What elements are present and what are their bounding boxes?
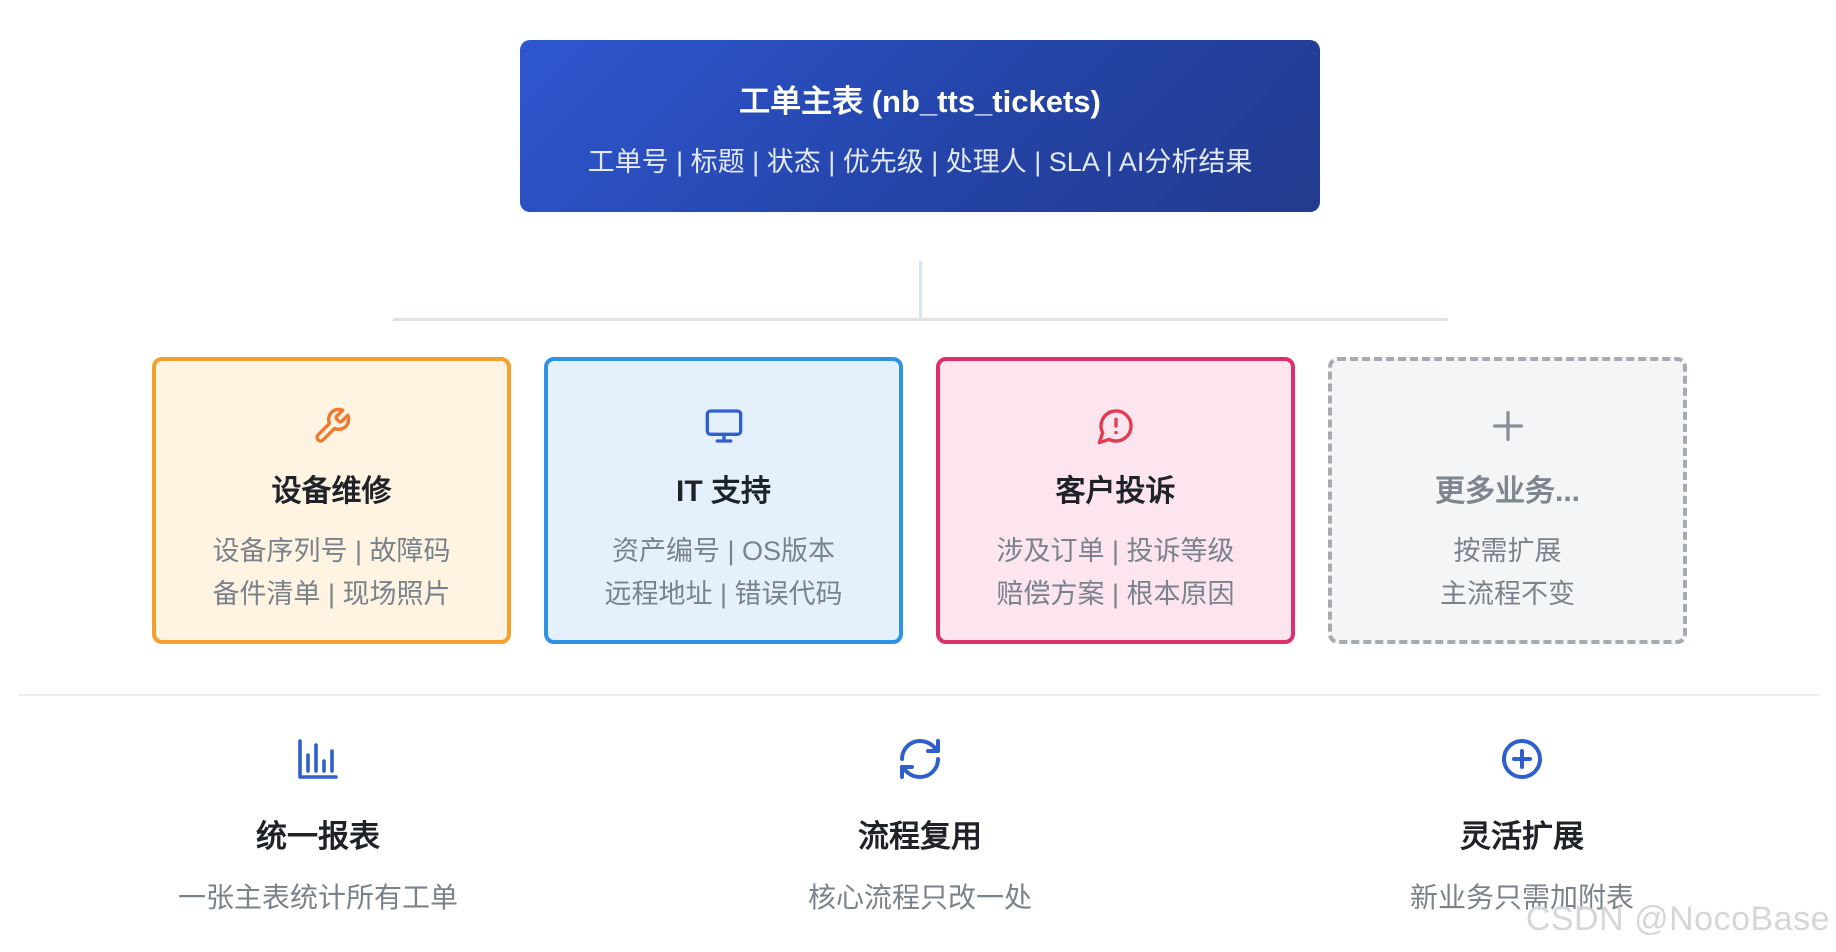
- feature-desc: 核心流程只改一处: [807, 882, 1032, 913]
- card-fields-line1: 设备序列号 | 故障码: [212, 536, 451, 566]
- card-fields-line2: 远程地址 | 错误代码: [604, 579, 843, 609]
- feature-title: 统一报表: [256, 819, 380, 854]
- connector-vertical: [919, 261, 922, 321]
- alert-message-icon: [940, 406, 1291, 446]
- card-fields-line2: 赔偿方案 | 根本原因: [996, 579, 1235, 609]
- feature-process-reuse: 流程复用 核心流程只改一处: [670, 735, 1170, 916]
- card-customer-complaint: 客户投诉 涉及订单 | 投诉等级 赔偿方案 | 根本原因: [936, 357, 1295, 644]
- monitor-icon: [548, 406, 899, 446]
- card-fields-line2: 备件清单 | 现场照片: [212, 579, 451, 609]
- feature-title: 灵活扩展: [1460, 819, 1584, 854]
- main-table-fields: 工单号 | 标题 | 状态 | 优先级 | 处理人 | SLA | AI分析结果: [587, 147, 1253, 177]
- card-title: IT 支持: [676, 475, 771, 508]
- plus-icon: [1332, 406, 1683, 446]
- plus-circle-icon: [1272, 735, 1772, 783]
- connector-horizontal: [393, 318, 1448, 321]
- feature-desc: 新业务只需加附表: [1409, 882, 1634, 913]
- watermark: CSDN @NocoBase: [1525, 900, 1830, 938]
- feature-flexible-extension: 灵活扩展 新业务只需加附表: [1272, 735, 1772, 916]
- card-title: 更多业务...: [1434, 475, 1580, 508]
- card-more-business: 更多业务... 按需扩展 主流程不变: [1328, 357, 1687, 644]
- feature-unified-reports: 统一报表 一张主表统计所有工单: [68, 735, 568, 916]
- refresh-icon: [670, 735, 1170, 783]
- card-it-support: IT 支持 资产编号 | OS版本 远程地址 | 错误代码: [544, 357, 903, 644]
- card-fields-line1: 按需扩展: [1453, 536, 1562, 566]
- card-fields-line1: 资产编号 | OS版本: [611, 536, 836, 566]
- card-title: 设备维修: [271, 475, 392, 508]
- section-divider: [18, 694, 1820, 696]
- main-table-box: 工单主表 (nb_tts_tickets) 工单号 | 标题 | 状态 | 优先…: [520, 40, 1320, 212]
- card-fields-line1: 涉及订单 | 投诉等级: [996, 536, 1235, 566]
- card-title: 客户投诉: [1055, 475, 1176, 508]
- wrench-icon: [156, 406, 507, 446]
- card-equipment-repair: 设备维修 设备序列号 | 故障码 备件清单 | 现场照片: [152, 357, 511, 644]
- bar-chart-icon: [68, 735, 568, 783]
- feature-title: 流程复用: [858, 819, 982, 854]
- card-fields-line2: 主流程不变: [1440, 579, 1575, 609]
- main-table-title: 工单主表 (nb_tts_tickets): [739, 84, 1101, 119]
- feature-desc: 一张主表统计所有工单: [177, 882, 458, 913]
